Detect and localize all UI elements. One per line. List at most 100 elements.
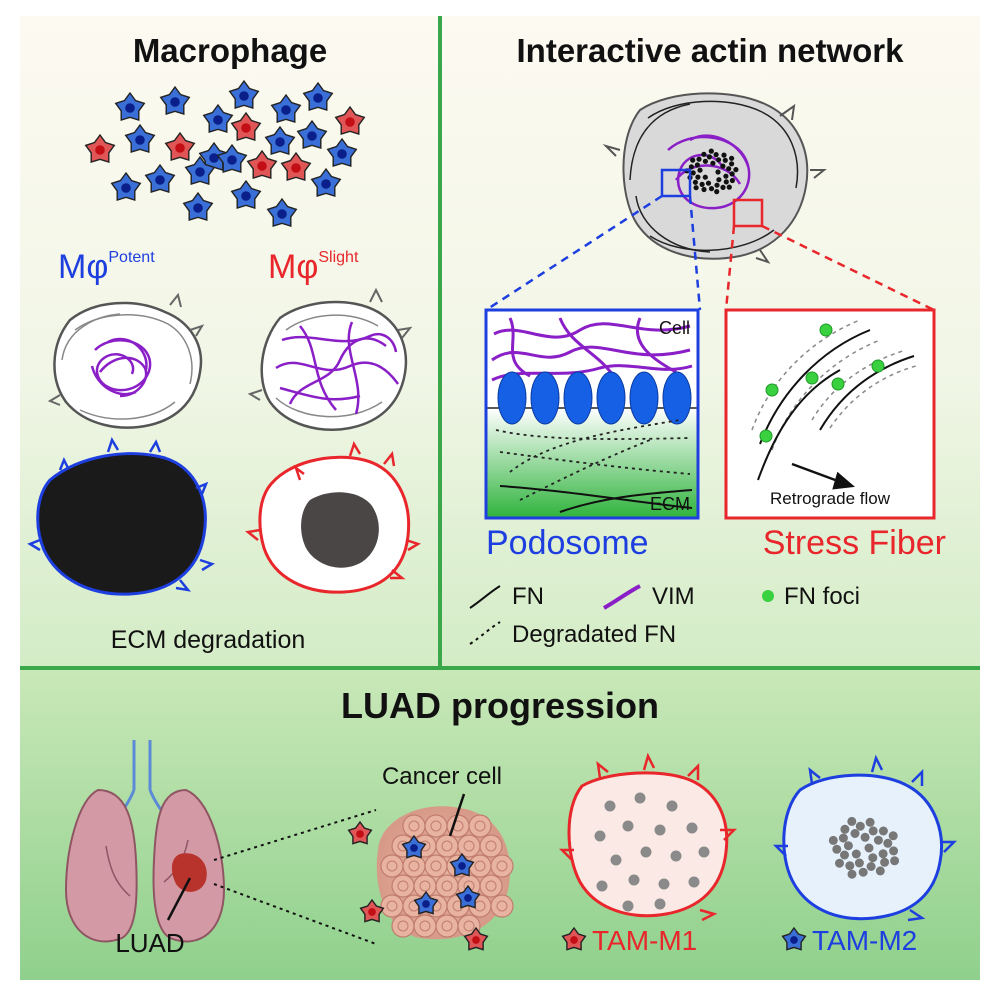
podosome-degraded-fn [495,419,691,501]
luad-progression-title: LUAD progression [341,685,659,726]
nucleus-dot [729,171,735,177]
granule [851,849,861,859]
m2-macrophage-icon [124,123,156,154]
fn-legend-icon [469,585,501,609]
granule [866,862,876,871]
granule [666,800,678,812]
nucleus-dot [690,157,696,163]
granule [828,835,838,845]
slight-macrophage-label: MφSlight [268,248,359,286]
legend: FN VIM FN foci Degradated FN [469,583,860,648]
macrophage-population [84,79,366,228]
cancer-cell [380,854,404,878]
granule [868,853,878,863]
granule [878,849,888,859]
nucleus-dot [723,173,729,179]
m2-macrophage-icon [159,85,191,116]
stress-fiber-label: Stress Fiber [763,524,946,562]
nucleus-dot [713,152,719,158]
m2-macrophage-icon [401,834,427,859]
vim-legend-label: VIM [652,583,695,610]
m2-macrophage-icon [310,167,342,198]
granule [875,866,885,876]
granule [840,850,849,860]
stress-fiber-inset: Retrograde flow [724,308,936,520]
nucleus-dot [723,179,729,185]
nucleus-dot [702,174,708,180]
granule [832,844,842,854]
potent-macrophage-label: MφPotent [58,248,155,286]
actin-cell-overview [602,92,827,264]
nucleus-dot [722,157,728,163]
stress-fiber-zoom-line-left [724,225,736,311]
podosome-zoom-line-right [688,195,702,311]
granule [847,816,857,826]
tam-m1-granules [594,792,710,912]
m2-macrophage-icon [216,143,248,174]
nucleus-dot [710,160,716,166]
podosome-inset: Cell ECM [484,308,700,520]
m2-macrophage-icon [302,81,334,112]
cancer-cell-pointer [448,793,466,837]
tam-m2-legend-icon [781,926,807,951]
m2-macrophage-icon [182,191,214,222]
granule [880,857,890,867]
granule [845,861,855,871]
cancer-cell [391,914,415,938]
m2-macrophage-icon [449,852,475,877]
ecm-degradation-label: ECM degradation [111,626,306,654]
cancer-cell [435,874,459,898]
nucleus-dot [697,167,703,173]
granule [888,831,898,841]
nucleus-dot [720,184,726,190]
fn-legend-label: FN [512,583,544,610]
granule [622,820,634,832]
nucleus-dot [692,179,699,185]
tumor-macrophages [347,820,489,951]
m2-macrophage-icon [266,197,298,228]
cancer-cell [479,874,503,898]
m2-macrophage-icon [326,137,358,168]
granule [604,800,616,812]
cancer-cell [457,834,481,858]
granule [640,846,652,858]
m1-macrophage-icon [463,926,489,951]
m2-macrophage-icon [264,125,296,156]
granule [890,856,900,866]
nucleus-dot [694,162,701,168]
granule [883,838,893,848]
stress-fiber-zoom-line-right [761,224,935,312]
potent-ecm-degradation [27,437,215,596]
podosome-vim [491,317,693,382]
luad-label: LUAD [115,928,184,958]
stress-fiber-fn [757,329,915,481]
tam-m1-cell [558,752,738,922]
m2-macrophage-icon [144,163,176,194]
nucleus-dot [693,185,699,191]
tam-m1-legend-icon [561,926,587,951]
m1-macrophage-icon [334,105,366,136]
nucleus-dot [714,182,720,188]
trachea [132,740,152,790]
cancer-cell [424,854,448,878]
nucleus-dot [720,163,726,169]
m1-macrophage-icon [246,149,278,180]
granule [686,822,698,834]
granule [850,829,860,838]
fn-foci-legend-icon [762,590,774,602]
nucleus-dot [705,180,712,186]
actin-cell-dots [684,148,739,195]
cancer-cell [402,814,426,838]
granule [688,876,700,888]
nucleus-dot [714,189,720,195]
nucleus-dot [729,161,735,167]
nucleus-dot [733,167,739,173]
macrophage-title: Macrophage [133,32,327,69]
cancer-cell [479,834,503,858]
m2-macrophage-icon [184,155,216,186]
cancer-cell [391,874,415,898]
granule [878,826,888,836]
slight-macrophage-cell [247,287,413,431]
granule [654,824,666,836]
